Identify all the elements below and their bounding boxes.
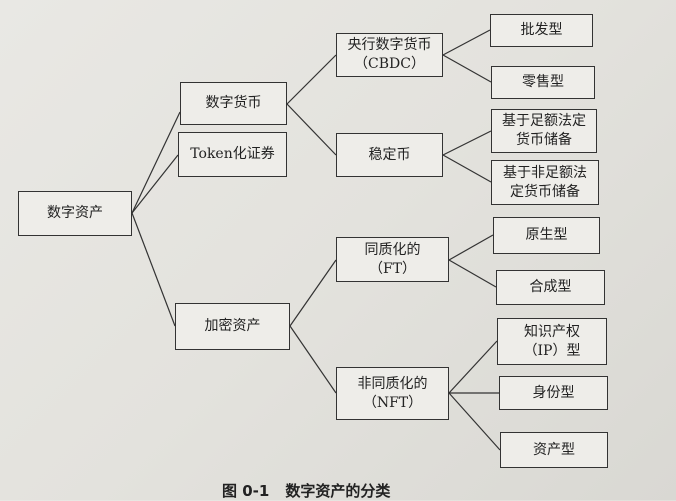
edge-root-crypto bbox=[131, 212, 176, 327]
node-wholesale: 批发型 bbox=[490, 14, 593, 47]
edge-root-token bbox=[131, 154, 179, 214]
node-full-reserve: 基于足额法定 货币储备 bbox=[491, 109, 597, 153]
edge-nft-asset bbox=[448, 392, 501, 451]
edge-nft-ip bbox=[448, 340, 498, 394]
figure-number: 图 0-1 bbox=[222, 482, 270, 500]
node-asset-type: 资产型 bbox=[500, 432, 608, 468]
figure-title: 数字资产的分类 bbox=[285, 482, 391, 500]
node-digital-currency: 数字货币 bbox=[180, 82, 287, 125]
edge-dc-stablecoin bbox=[286, 103, 337, 156]
node-retail: 零售型 bbox=[491, 66, 595, 99]
node-identity-type: 身份型 bbox=[499, 376, 608, 410]
edge-cbdc-retail bbox=[442, 54, 492, 83]
node-partial-reserve: 基于非足额法 定货币储备 bbox=[491, 160, 599, 205]
node-non-fungible: 非同质化的 （NFT） bbox=[336, 367, 449, 420]
node-fungible: 同质化的 （FT） bbox=[336, 237, 449, 282]
edge-stable-full bbox=[442, 130, 492, 156]
node-digital-assets: 数字资产 bbox=[18, 191, 132, 236]
edge-dc-cbdc bbox=[286, 54, 337, 105]
node-ip-type: 知识产权 （IP）型 bbox=[497, 318, 607, 365]
node-native: 原生型 bbox=[493, 217, 600, 254]
edge-crypto-ft bbox=[289, 259, 337, 327]
node-tokenized-securities: Token化证券 bbox=[178, 132, 287, 177]
edge-crypto-nft bbox=[289, 325, 337, 394]
edge-ft-synthetic bbox=[448, 259, 497, 288]
node-crypto-assets: 加密资产 bbox=[175, 303, 290, 350]
node-cbdc: 央行数字货币 （CBDC） bbox=[336, 33, 443, 77]
figure-caption: 图 0-1 数字资产的分类 bbox=[222, 480, 406, 501]
edge-root-digital-currency bbox=[131, 111, 181, 214]
edge-stable-partial bbox=[442, 154, 492, 183]
edge-cbdc-wholesale bbox=[442, 29, 491, 56]
node-stablecoin: 稳定币 bbox=[336, 133, 443, 177]
edge-ft-native bbox=[448, 234, 494, 261]
node-synthetic: 合成型 bbox=[496, 270, 605, 305]
